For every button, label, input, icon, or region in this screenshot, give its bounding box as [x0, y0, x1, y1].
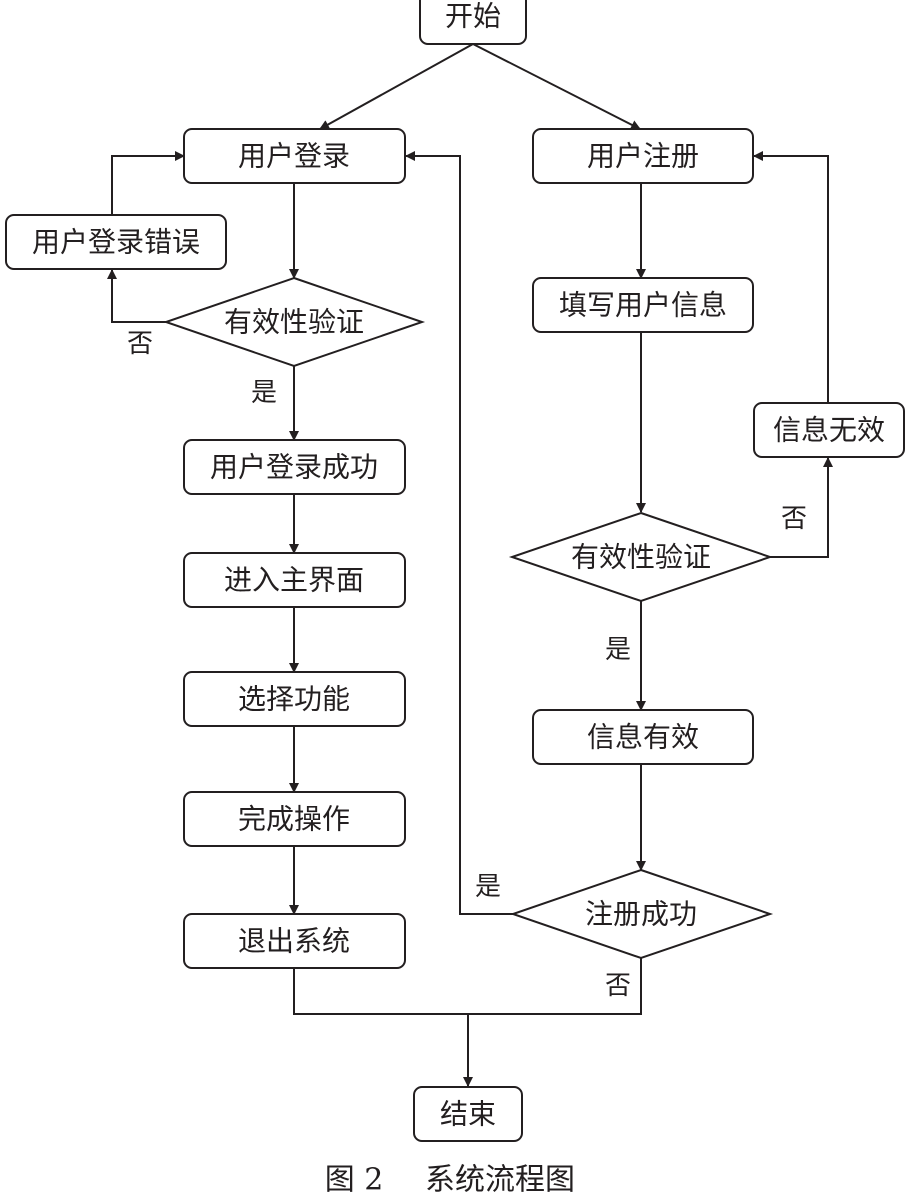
edge-reg-validate-no-to-invalid	[770, 457, 833, 558]
node-reg-success: 注册成功	[509, 868, 774, 960]
edge-validate-no-to-error	[107, 269, 166, 323]
node-exit-system: 退出系统	[183, 913, 406, 969]
node-info-valid-label: 信息有效	[587, 721, 699, 754]
node-info-valid: 信息有效	[532, 709, 754, 765]
connectors	[107, 43, 833, 1087]
node-complete-operation-label: 完成操作	[238, 803, 350, 836]
node-exit-system-label: 退出系统	[238, 925, 350, 958]
node-complete-operation: 完成操作	[183, 791, 406, 847]
node-start-label: 开始	[445, 0, 501, 33]
node-login-validate-label: 有效性验证	[224, 306, 364, 339]
node-main-ui: 进入主界面	[183, 552, 406, 608]
node-fill-info: 填写用户信息	[532, 277, 754, 333]
edge-label-login-yes: 是	[251, 378, 277, 408]
figure-number: 图 2	[325, 1163, 384, 1198]
node-register: 用户注册	[532, 128, 754, 184]
edge-invalid-to-register	[753, 151, 829, 403]
figure-caption: 图 2 系统流程图	[325, 1163, 575, 1198]
node-login-error-label: 用户登录错误	[32, 226, 200, 259]
node-select-function-label: 选择功能	[238, 683, 350, 716]
node-login: 用户登录	[183, 128, 406, 184]
node-login-success-label: 用户登录成功	[210, 451, 378, 484]
edge-error-to-login	[111, 151, 185, 215]
node-reg-validate-label: 有效性验证	[571, 541, 711, 574]
node-login-validate: 有效性验证	[162, 276, 426, 368]
node-login-label: 用户登录	[238, 140, 350, 173]
edge-reg-success-yes-to-login	[405, 151, 513, 915]
edge-start-to-register	[472, 43, 641, 130]
edge-label-success-no: 否	[605, 971, 631, 1001]
node-select-function: 选择功能	[183, 671, 406, 727]
edge-label-reg-yes: 是	[605, 635, 631, 665]
node-info-invalid-label: 信息无效	[773, 414, 885, 447]
figure-title: 系统流程图	[425, 1163, 575, 1198]
edge-label-success-yes: 是	[475, 872, 501, 902]
edge-label-login-no: 否	[127, 329, 153, 359]
edge-start-to-login	[319, 43, 474, 130]
node-register-label: 用户注册	[587, 140, 699, 173]
node-login-error: 用户登录错误	[5, 214, 227, 270]
node-reg-success-label: 注册成功	[585, 898, 697, 931]
node-start: 开始	[419, 0, 527, 45]
node-reg-validate: 有效性验证	[508, 511, 774, 603]
node-login-success: 用户登录成功	[183, 439, 406, 495]
edge-reg-success-no-to-end	[468, 958, 642, 1015]
node-info-invalid: 信息无效	[753, 402, 905, 458]
node-fill-info-label: 填写用户信息	[559, 289, 727, 322]
node-end-label: 结束	[440, 1098, 496, 1131]
edge-label-reg-no: 否	[781, 504, 807, 534]
edge-exit-to-end	[293, 968, 468, 1015]
node-end: 结束	[413, 1086, 523, 1142]
node-main-ui-label: 进入主界面	[224, 564, 364, 597]
